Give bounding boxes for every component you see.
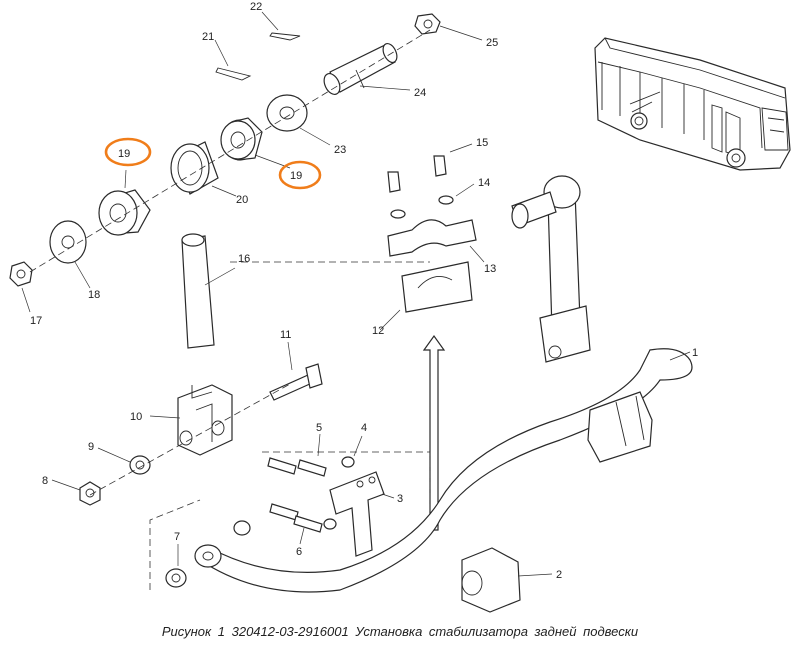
callout-9: 9 [88,441,94,453]
vertical-link-assembly [511,175,591,363]
callout-14: 14 [478,177,490,189]
part-7-sleeve [165,520,251,588]
callout-3: 3 [397,493,403,505]
part-13-clamp [387,219,485,263]
callout-11: 11 [280,329,291,341]
part-16-link-rod [181,233,236,349]
part-5-bolts [267,433,327,477]
callout-18: 18 [88,289,100,301]
highlight-circle-19-left [104,137,152,167]
callout-2: 2 [556,569,562,581]
part-22-cotter-pin [261,11,301,41]
callout-8: 8 [42,475,48,487]
bar-mount-right [587,391,653,463]
assembly-arrow [422,334,446,531]
callout-20: 20 [236,194,248,206]
callout-6: 6 [296,546,302,558]
part-25-castle-nut [414,13,483,41]
part-18-washer [49,220,91,289]
axis-line-upper [29,29,431,273]
callout-7: 7 [174,531,180,543]
part-2-bushing [461,547,553,613]
callout-4: 4 [361,422,367,434]
callout-5: 5 [316,422,322,434]
part-11-bolt [269,341,323,401]
axis-line-middle [89,383,291,496]
part-3-bracket [329,471,395,557]
callout-10: 10 [130,411,142,423]
part-17-castle-nut [9,261,33,313]
part-21-cotter-pin [214,39,252,81]
callout-25: 25 [486,37,498,49]
part-1-stabilizer-bar [194,348,693,593]
part-20-sleeve [170,141,237,197]
callout-12: 12 [372,325,384,337]
callout-16: 16 [238,253,250,265]
exploded-view-drawing: 1 2 3 4 5 6 7 8 9 10 11 12 13 14 15 16 1… [9,1,791,613]
part-12-rubber-bushing [379,261,473,331]
part-4-washers [323,435,363,530]
callout-15: 15 [476,137,488,149]
part-15-bolts [387,143,473,193]
part-23-washer [266,94,331,146]
callout-19-right: 19 [290,170,302,182]
callout-17: 17 [30,315,42,327]
part-10-bracket [149,384,233,456]
assembly-guide-lines [149,261,431,590]
part-9-washer [97,447,151,475]
figure-caption: Рисунок 1 320412-03-2916001 Установка ст… [161,624,639,639]
part-8-nut [51,479,101,506]
callout-19-left: 19 [118,148,130,160]
part-14-washers [390,183,475,219]
part-6-bolts [269,503,323,545]
bus-illustration [594,37,791,171]
part-24-pin [323,42,411,95]
callout-21: 21 [202,31,214,43]
callout-24: 24 [414,87,426,99]
highlight-circle-19-right [278,160,322,190]
callout-23: 23 [334,144,346,156]
callout-1: 1 [692,347,698,359]
callout-13: 13 [484,263,496,275]
callout-22: 22 [250,1,262,13]
